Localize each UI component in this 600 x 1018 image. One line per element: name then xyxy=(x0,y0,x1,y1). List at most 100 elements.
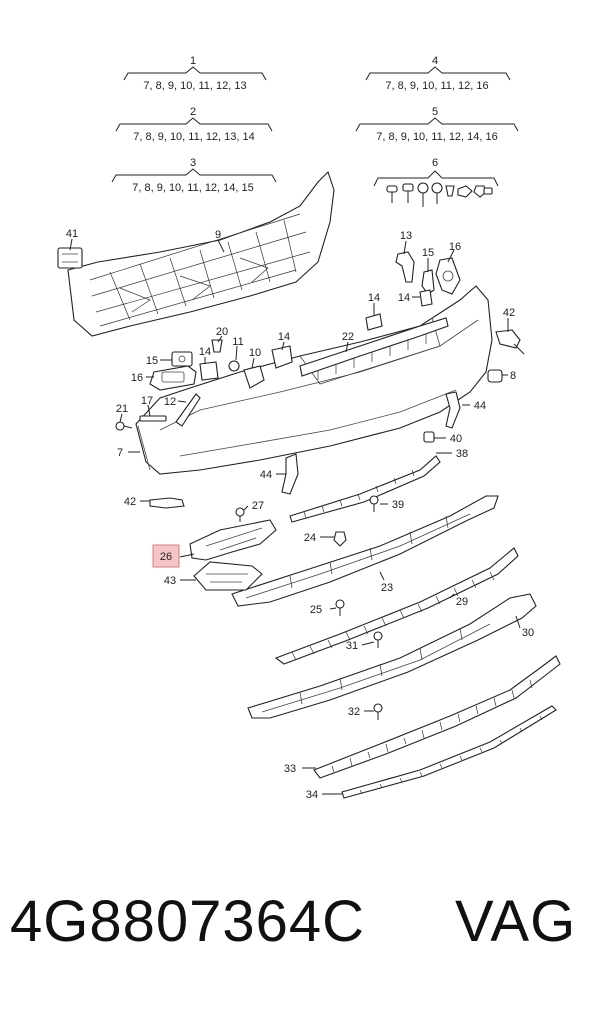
callout-38: 38 xyxy=(456,448,468,460)
group-4-bracket xyxy=(365,66,511,81)
leader-lines xyxy=(69,238,521,795)
callout-29: 29 xyxy=(456,596,468,608)
callout-30: 30 xyxy=(522,627,534,639)
brand-label: VAG xyxy=(455,889,577,954)
clip-14-center xyxy=(271,345,293,369)
group-2-items: 7, 8, 9, 10, 11, 12, 13, 14 xyxy=(133,131,255,143)
callout-40: 40 xyxy=(450,433,462,445)
callout-23: 23 xyxy=(381,582,393,594)
group-1-bracket xyxy=(123,66,267,81)
clip-20 xyxy=(211,339,223,353)
bracket-15 xyxy=(421,269,435,295)
group-5-items: 7, 8, 9, 10, 11, 12, 14, 16 xyxy=(376,131,498,143)
reflector-12 xyxy=(175,393,201,427)
callout-12: 12 xyxy=(164,396,176,408)
bracket-13 xyxy=(395,251,415,283)
callout-15: 15 xyxy=(422,247,434,259)
callout-32: 32 xyxy=(348,706,360,718)
diffuser-30 xyxy=(247,593,537,719)
bracket-44-right xyxy=(445,391,461,429)
callout-15: 15 xyxy=(146,355,158,367)
clip-41 xyxy=(57,247,83,269)
footer: 4G8807364C VAG xyxy=(0,888,600,988)
group-1-items: 7, 8, 9, 10, 11, 12, 13 xyxy=(143,80,246,92)
group-list: 1 7, 8, 9, 10, 11, 12, 13 2 7, 8, 9, 10,… xyxy=(111,55,519,194)
clip-14-left xyxy=(199,361,219,381)
strip-33 xyxy=(313,655,561,779)
clip-15-left xyxy=(171,351,193,367)
bolt-27 xyxy=(235,507,245,522)
strip-17 xyxy=(139,415,167,422)
callout-14: 14 xyxy=(368,292,380,304)
group-3-items: 7, 8, 9, 10, 11, 12, 14, 15 xyxy=(132,182,254,194)
callout-25: 25 xyxy=(310,604,322,616)
callout-14: 14 xyxy=(278,331,290,343)
callout-21: 21 xyxy=(116,403,128,415)
callout-26-highlight xyxy=(152,544,180,568)
group-5-bracket xyxy=(355,117,519,132)
bolt-39 xyxy=(369,495,379,512)
callout-24: 24 xyxy=(304,532,316,544)
group-3-number: 3 xyxy=(190,157,196,169)
group-5-number: 5 xyxy=(432,106,438,118)
callouts: 41 9 13 15 16 14 14 42 20 11 14 22 15 14… xyxy=(66,228,534,801)
seal-38 xyxy=(289,455,441,523)
impact-beam xyxy=(67,170,335,337)
screw-icon xyxy=(402,183,414,203)
group-6-number: 6 xyxy=(432,157,438,169)
callout-20: 20 xyxy=(216,326,228,338)
screw-icon xyxy=(386,185,398,203)
nut-icon xyxy=(457,185,473,198)
callout-14: 14 xyxy=(199,346,211,358)
clip-14-mid xyxy=(365,313,383,331)
clip-icon xyxy=(445,185,455,197)
callout-41: 41 xyxy=(66,228,78,240)
strip-34 xyxy=(341,705,557,799)
group-1-number: 1 xyxy=(190,55,196,67)
callout-31: 31 xyxy=(346,640,358,652)
clip-40 xyxy=(423,431,435,443)
callout-27: 27 xyxy=(252,500,264,512)
callout-34: 34 xyxy=(306,789,318,801)
callout-39: 39 xyxy=(392,499,404,511)
clip-14-upper xyxy=(419,289,433,307)
group-4-items: 7, 8, 9, 10, 11, 12, 16 xyxy=(385,80,488,92)
callout-33: 33 xyxy=(284,763,296,775)
washer-11 xyxy=(228,360,240,372)
callout-16: 16 xyxy=(449,241,461,253)
callout-7: 7 xyxy=(117,447,123,459)
screw-icon xyxy=(417,182,429,207)
callout-42: 42 xyxy=(124,496,136,508)
callout-22: 22 xyxy=(342,331,354,343)
callout-13: 13 xyxy=(400,230,412,242)
clip-icon xyxy=(473,185,487,198)
callout-11: 11 xyxy=(232,336,243,348)
callout-8: 8 xyxy=(510,370,516,382)
fastener-24 xyxy=(333,531,347,547)
cap-42-right xyxy=(495,329,525,355)
bracket-26 xyxy=(189,519,277,561)
bracket-16 xyxy=(435,257,461,295)
diffuser-23 xyxy=(231,495,499,607)
group-2-number: 2 xyxy=(190,106,196,118)
group-3-bracket xyxy=(111,168,277,183)
callout-14: 14 xyxy=(398,292,410,304)
callout-26: 26 xyxy=(160,551,172,563)
reflector-42-left xyxy=(149,497,185,509)
group-2-bracket xyxy=(115,117,273,132)
callout-9: 9 xyxy=(215,229,221,241)
trim-strip-22 xyxy=(299,317,449,380)
cap-8 xyxy=(487,369,503,383)
callout-42: 42 xyxy=(503,307,515,319)
bolt-31 xyxy=(373,631,383,648)
callout-44: 44 xyxy=(474,400,486,412)
tailpipe-trim-43 xyxy=(193,561,263,591)
screw-21 xyxy=(115,421,133,431)
grille-29 xyxy=(274,547,519,665)
group-6-fasteners xyxy=(386,182,493,207)
callout-17: 17 xyxy=(141,395,153,407)
callout-16: 16 xyxy=(131,372,143,384)
rivet-icon xyxy=(483,187,493,195)
callout-10: 10 xyxy=(249,347,261,359)
